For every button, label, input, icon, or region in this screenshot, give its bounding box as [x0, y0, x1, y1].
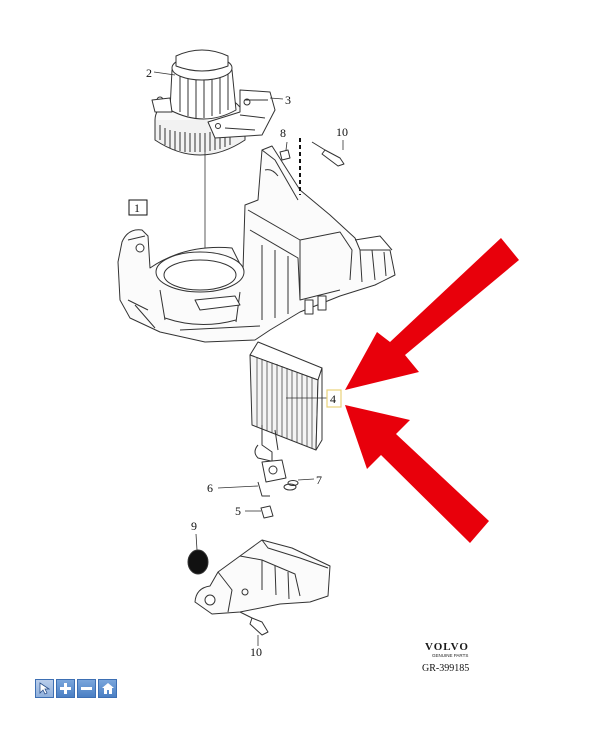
lower-housing: [194, 539, 331, 615]
screw-part-10-top: [311, 140, 345, 167]
callout-9: 9: [191, 519, 197, 533]
expansion-valve: [257, 459, 299, 497]
callout-5: 5: [235, 504, 241, 518]
callout-box-4: [326, 389, 342, 408]
svg-text:GENUINE PARTS: GENUINE PARTS: [432, 653, 468, 658]
drawing-code: GR-399185: [422, 663, 469, 674]
evaporator-core: [249, 341, 323, 463]
leader-lines: [153, 71, 327, 512]
svg-text:VOLVO: VOLVO: [425, 641, 469, 653]
callout-8: 8: [280, 126, 286, 140]
blower-motor: [151, 49, 276, 300]
o-ring-part-5: [260, 505, 274, 519]
home-icon: [101, 683, 114, 694]
callout-10-top: 10: [336, 125, 348, 139]
callout-box-1: [128, 199, 148, 216]
callout-3: 3: [285, 93, 291, 107]
screw-part-10-bottom: [239, 611, 269, 646]
zoom-out-button[interactable]: [77, 679, 96, 698]
pad-part-9: [187, 549, 209, 575]
pointer-button[interactable]: [35, 679, 54, 698]
zoom-out-icon: [81, 687, 92, 690]
callout-6: 6: [207, 481, 213, 495]
red-arrow-upper: [345, 238, 519, 390]
clip-part-8: [279, 141, 291, 161]
volvo-logo: VOLVO GENUINE PARTS: [425, 641, 469, 658]
callout-1: 1: [134, 201, 140, 215]
callout-4: 4: [330, 392, 336, 406]
home-button[interactable]: [98, 679, 117, 698]
red-arrow-lower: [345, 405, 489, 543]
zoom-in-button[interactable]: [56, 679, 75, 698]
viewer-toolbar: [35, 679, 117, 698]
pointer-icon: [39, 682, 50, 695]
callout-2: 2: [146, 66, 152, 80]
callout-10-bottom: 10: [250, 645, 262, 659]
zoom-in-icon: [60, 683, 71, 694]
blower-housing: [117, 145, 396, 343]
callout-7: 7: [316, 473, 322, 487]
